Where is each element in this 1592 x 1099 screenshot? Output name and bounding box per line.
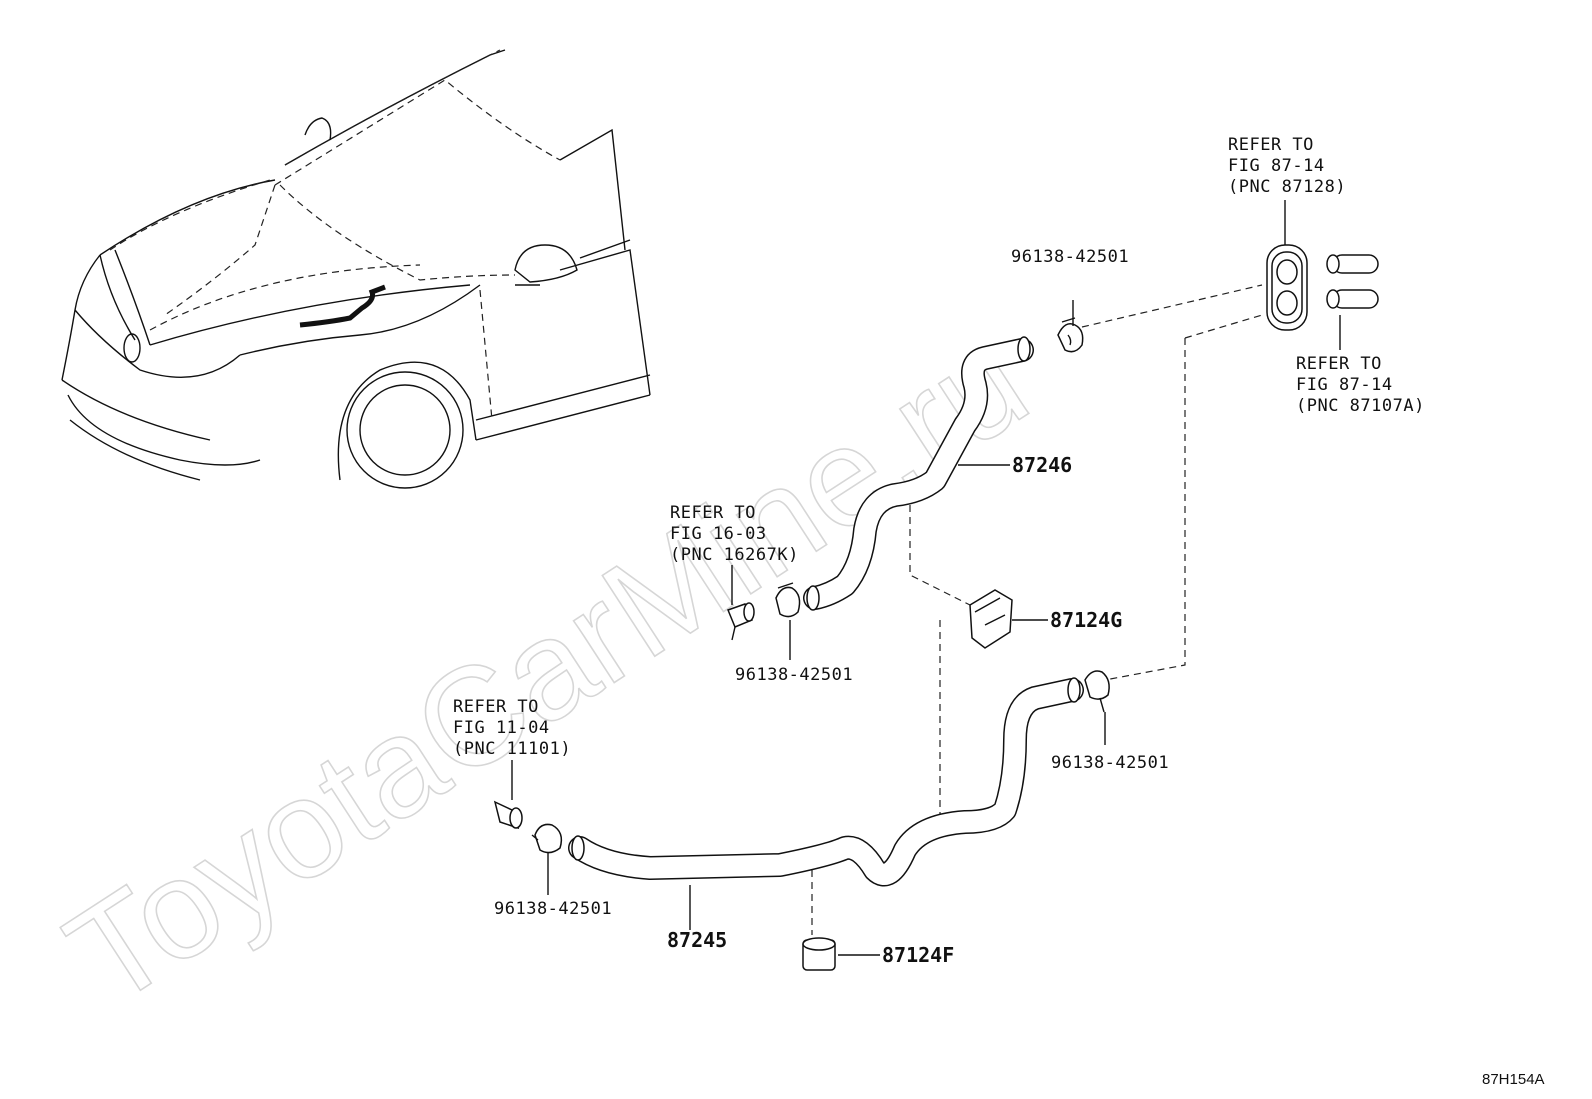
ref-heater-upper-line2: FIG 87-14 xyxy=(1228,156,1325,176)
label-clip-top: 96138-42501 xyxy=(1011,247,1129,267)
figure-code: 87H154A xyxy=(1482,1071,1545,1088)
clip-mid xyxy=(775,582,801,618)
label-clip-right: 96138-42501 xyxy=(1051,753,1169,773)
ref-heater-lower-line3: (PNC 87107A) xyxy=(1296,396,1425,416)
car-illustration xyxy=(61,49,651,489)
pipe-11101 xyxy=(493,800,523,830)
label-clip-left: 96138-42501 xyxy=(494,899,612,919)
ref-16-03: REFER TO FIG 16-03 (PNC 16267K) xyxy=(670,503,799,565)
ref-11-line2: FIG 11-04 xyxy=(453,718,550,738)
ref-heater-lower: REFER TO FIG 87-14 (PNC 87107A) xyxy=(1296,354,1425,416)
leader-lines xyxy=(811,284,1263,935)
clamp-87124f xyxy=(802,937,836,971)
heater-grommet xyxy=(1266,244,1308,331)
label-87124f: 87124F xyxy=(882,943,954,967)
label-87246: 87246 xyxy=(1012,453,1072,477)
ref-heater-lower-line2: FIG 87-14 xyxy=(1296,375,1393,395)
label-87124g: 87124G xyxy=(1050,608,1122,632)
ref-11-04: REFER TO FIG 11-04 (PNC 11101) xyxy=(453,697,571,759)
label-leaders xyxy=(511,200,1341,956)
hose-87246 xyxy=(803,336,1034,611)
clip-top xyxy=(1057,317,1084,353)
pipe-16267k xyxy=(727,602,755,641)
clamp-87124g xyxy=(969,589,1013,649)
ref-heater-upper-line1: REFER TO xyxy=(1228,135,1314,155)
label-87245: 87245 xyxy=(667,928,727,952)
ref-11-line1: REFER TO xyxy=(453,697,539,717)
ref-heater-lower-line1: REFER TO xyxy=(1296,354,1382,374)
ref-16-line3: (PNC 16267K) xyxy=(670,545,799,565)
label-clip-mid: 96138-42501 xyxy=(735,665,853,685)
ref-16-line2: FIG 16-03 xyxy=(670,524,767,544)
ref-11-line3: (PNC 11101) xyxy=(453,739,571,759)
clip-right xyxy=(1084,670,1110,713)
clip-left xyxy=(531,823,563,854)
watermark-text: ToyotaCarMine.ru xyxy=(41,302,1053,1035)
ref-heater-upper-line3: (PNC 87128) xyxy=(1228,177,1346,197)
ref-16-line1: REFER TO xyxy=(670,503,756,523)
heater-core-pipes xyxy=(1326,254,1379,309)
ref-heater-upper: REFER TO FIG 87-14 (PNC 87128) xyxy=(1228,135,1346,197)
hose-87245 xyxy=(568,677,1084,887)
